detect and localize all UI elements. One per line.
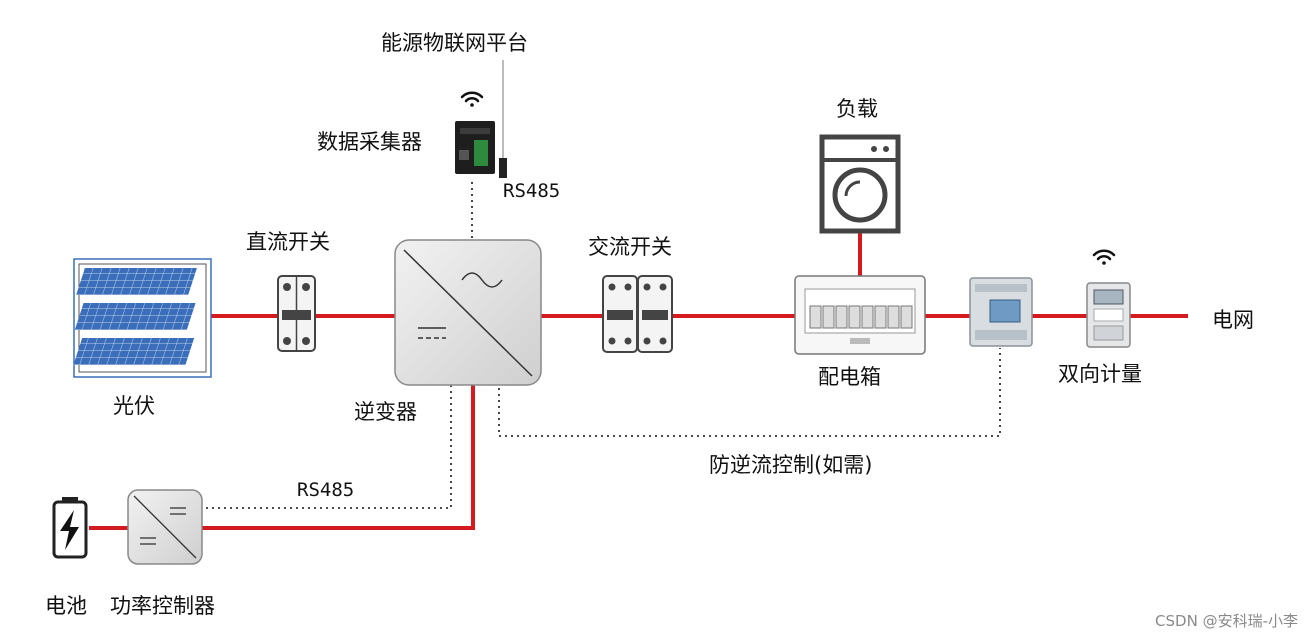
power-controller bbox=[127, 489, 203, 565]
collector-label: 数据采集器 bbox=[317, 130, 422, 154]
ac-switch-label: 交流开关 bbox=[588, 235, 672, 259]
rs485-bottom-label: RS485 bbox=[297, 479, 355, 501]
rs485-top-label: RS485 bbox=[503, 180, 561, 202]
distribution-box bbox=[794, 275, 926, 355]
comm-inverter-pcs bbox=[202, 385, 452, 509]
lightning-icon bbox=[60, 510, 79, 550]
anti-backflow-meter bbox=[969, 277, 1033, 347]
anti-backflow-label: 防逆流控制(如需) bbox=[709, 453, 873, 477]
ac-switch bbox=[602, 275, 673, 353]
bidirectional-meter bbox=[1086, 282, 1131, 348]
data-collector bbox=[455, 60, 507, 178]
pv-panel bbox=[73, 258, 212, 378]
distribution-box-label: 配电箱 bbox=[818, 365, 881, 389]
platform-label: 能源物联网平台 bbox=[381, 31, 528, 55]
inverter bbox=[394, 239, 542, 386]
load-label: 负载 bbox=[836, 97, 878, 121]
watermark: CSDN @安科瑞-小李 bbox=[1155, 612, 1298, 630]
battery bbox=[52, 497, 88, 559]
comm-anti-backflow bbox=[498, 348, 1001, 437]
comm-lines bbox=[202, 182, 1001, 509]
grid-label: 电网 bbox=[1212, 308, 1254, 332]
wifi-icon bbox=[460, 91, 484, 107]
wifi-icon bbox=[1092, 249, 1116, 265]
pv-label: 光伏 bbox=[113, 394, 155, 418]
power-lines bbox=[89, 230, 1188, 530]
dc-switch-label: 直流开关 bbox=[246, 230, 330, 254]
power-controller-label: 功率控制器 bbox=[110, 594, 215, 618]
line-inverter-pcs bbox=[202, 385, 475, 530]
load-washing-machine bbox=[819, 134, 901, 234]
inverter-label: 逆变器 bbox=[354, 400, 417, 424]
bidirectional-meter-label: 双向计量 bbox=[1058, 362, 1142, 386]
dc-switch bbox=[277, 275, 316, 352]
battery-label: 电池 bbox=[45, 594, 87, 618]
